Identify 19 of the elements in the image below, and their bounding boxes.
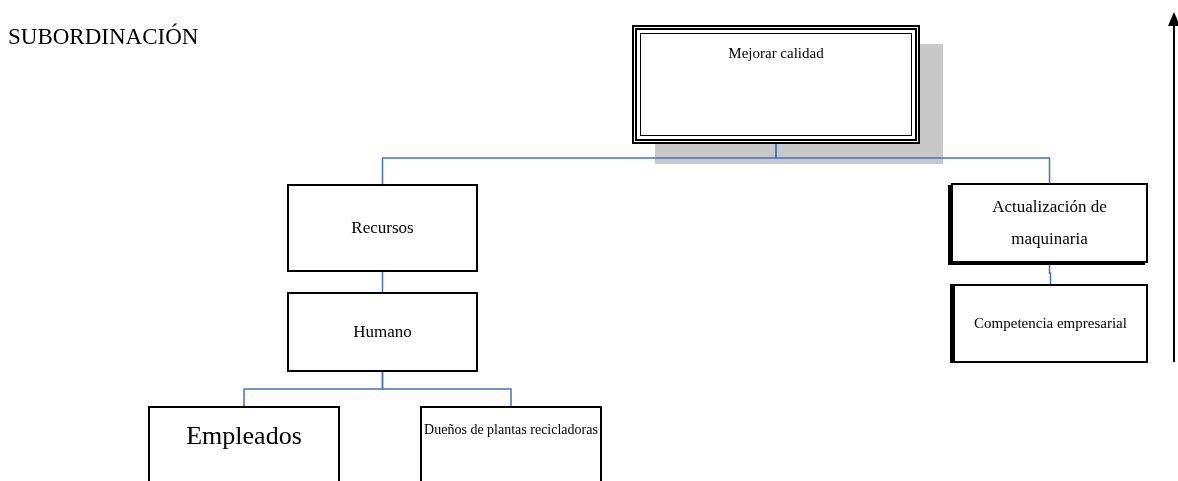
hierarchy-box bbox=[953, 284, 1148, 363]
connector-line bbox=[381, 371, 512, 407]
hierarchy-box bbox=[287, 184, 478, 272]
hierarchy-box bbox=[951, 183, 1148, 263]
box-label: Humano bbox=[353, 321, 412, 344]
box-label: Recursos bbox=[351, 217, 414, 240]
hierarchy-box bbox=[287, 292, 478, 372]
box-label: Dueños de plantas recicladoras bbox=[424, 421, 598, 439]
connector-line bbox=[775, 143, 1051, 184]
hierarchy-box bbox=[632, 25, 920, 144]
box-label: Empleados bbox=[186, 420, 302, 452]
box-label: Competencia empresarial bbox=[974, 314, 1127, 333]
hierarchy-box bbox=[148, 406, 340, 481]
diagram-title: SUBORDINACIÓN bbox=[8, 22, 199, 51]
box-label: Actualización de maquinaria bbox=[991, 196, 1108, 250]
connector-line bbox=[1048, 262, 1052, 285]
box-label: Mejorar calidad bbox=[727, 44, 825, 63]
hierarchy-box bbox=[420, 406, 602, 481]
connector-line bbox=[381, 271, 384, 293]
